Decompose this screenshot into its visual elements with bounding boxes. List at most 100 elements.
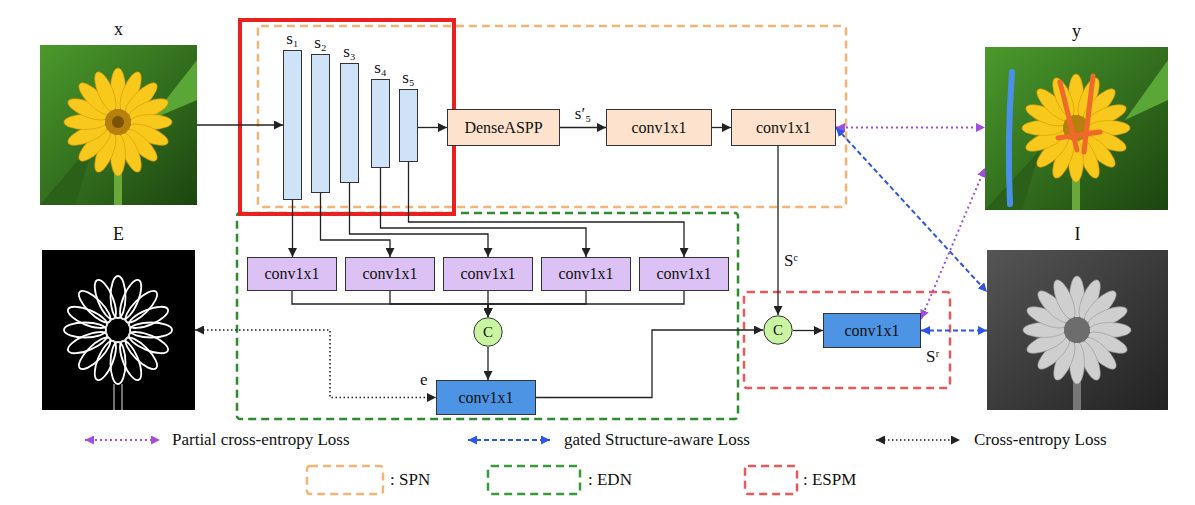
legend-line	[85, 439, 160, 441]
node-label: s₄	[361, 59, 401, 78]
node-label: E	[42, 225, 195, 245]
stem-edge	[114, 384, 122, 410]
encoder-feature-bar: s₂	[311, 54, 330, 193]
concat-circle: C	[763, 315, 793, 345]
connector	[712, 127, 731, 128]
image-panel: E	[42, 250, 195, 410]
connector	[292, 200, 293, 257]
conv-block: conv1x1	[541, 257, 631, 291]
legend-line	[876, 439, 960, 441]
annotated-photo	[985, 47, 1168, 210]
node-label: I	[987, 225, 1168, 245]
connector	[793, 330, 823, 331]
conv-block: conv1x1	[639, 257, 729, 291]
node-label: conv1x1	[558, 265, 613, 283]
node-label: DenseASPP	[464, 119, 542, 137]
label-holder: e	[420, 371, 428, 390]
connector	[921, 330, 987, 332]
connector	[488, 291, 684, 317]
legend-holder: gated Structure-aware Loss	[564, 431, 750, 450]
legend-holder: Partial cross-entropy Loss	[172, 431, 350, 450]
intensity-image	[987, 250, 1168, 410]
connector	[321, 193, 391, 257]
encoder-feature-bar: s₅	[399, 89, 418, 162]
connector	[390, 291, 488, 317]
connector	[836, 127, 985, 129]
legend-holder: Cross-entropy Loss	[974, 431, 1107, 450]
edge-label: s′₅	[575, 105, 591, 124]
connector	[418, 127, 447, 128]
encoder-feature-bar: s₃	[340, 63, 359, 183]
background-scribble	[1009, 72, 1012, 204]
node-label: s₂	[301, 34, 341, 53]
legend-label: : SPN	[390, 471, 430, 490]
leaf	[1125, 60, 1168, 120]
symbol-label: Sʳ	[926, 348, 939, 367]
edge-label-holder: Sᶜ	[784, 252, 798, 271]
connector	[197, 124, 283, 125]
node-label: conv1x1	[756, 119, 811, 137]
image-panel: x	[40, 45, 197, 205]
foreground-scribble	[1084, 76, 1093, 152]
legend-region-sample	[488, 466, 580, 494]
conv-block: conv1x1	[345, 257, 435, 291]
conv-block: conv1x1	[247, 257, 337, 291]
node-label: s₅	[389, 69, 429, 88]
legend-holder: : ESPM	[803, 471, 856, 490]
conv-block: conv1x1	[823, 313, 921, 348]
node-label: conv1x1	[458, 389, 513, 407]
symbol-label: e	[420, 371, 428, 390]
node-label: C	[483, 324, 493, 341]
node-label: y	[985, 22, 1168, 42]
photo-ground	[987, 250, 1168, 410]
photo-ground	[985, 47, 1168, 210]
photo-ground	[42, 250, 195, 410]
legend-region-sample	[307, 466, 383, 494]
connector	[487, 347, 488, 380]
conv-block: conv1x1	[606, 109, 712, 146]
circle-shape	[474, 318, 502, 346]
connector	[777, 146, 778, 315]
legend-sample	[745, 466, 797, 494]
node-label: s₃	[330, 43, 370, 62]
node-label: conv1x1	[362, 265, 417, 283]
conv-block: DenseASPP	[447, 109, 560, 146]
spn-region	[258, 26, 846, 207]
node-label: C	[773, 322, 783, 339]
legend-sample	[488, 466, 580, 494]
flower	[1022, 74, 1130, 182]
connector	[381, 168, 587, 257]
flower-centre	[112, 116, 124, 128]
legend-region-sample	[745, 466, 797, 494]
flower-centre	[105, 109, 131, 135]
label-holder: Sʳ	[926, 348, 939, 367]
encoder-feature-bar: s₄	[371, 79, 390, 168]
connector	[836, 128, 987, 293]
legend-label: : EDN	[588, 471, 632, 490]
legend-sample	[468, 440, 550, 441]
node-label: conv1x1	[656, 265, 711, 283]
connector	[921, 168, 985, 319]
flower-centre	[106, 318, 130, 342]
photo-ground	[40, 45, 197, 205]
image-panel: I	[987, 250, 1168, 410]
legend-holder: : SPN	[390, 471, 430, 490]
connector	[292, 291, 488, 317]
edge-map	[42, 250, 195, 410]
legend-sample	[307, 466, 383, 494]
legend-label: Partial cross-entropy Loss	[172, 431, 350, 450]
node-label: s₁	[273, 30, 313, 49]
edge-label-holder: s′₅	[575, 105, 591, 124]
highlight-box	[240, 20, 454, 214]
legend-label: gated Structure-aware Loss	[564, 431, 750, 450]
node-label: conv1x1	[264, 265, 319, 283]
espm-region	[744, 292, 950, 388]
legend-label: Cross-entropy Loss	[974, 431, 1107, 450]
legend-sample	[876, 440, 960, 441]
image-panel: y	[985, 47, 1168, 210]
connector	[409, 162, 685, 257]
conv-block: conv1x1	[731, 109, 836, 146]
encoder-feature-bar: s₁	[283, 50, 302, 200]
foreground-scribble	[1058, 132, 1100, 138]
